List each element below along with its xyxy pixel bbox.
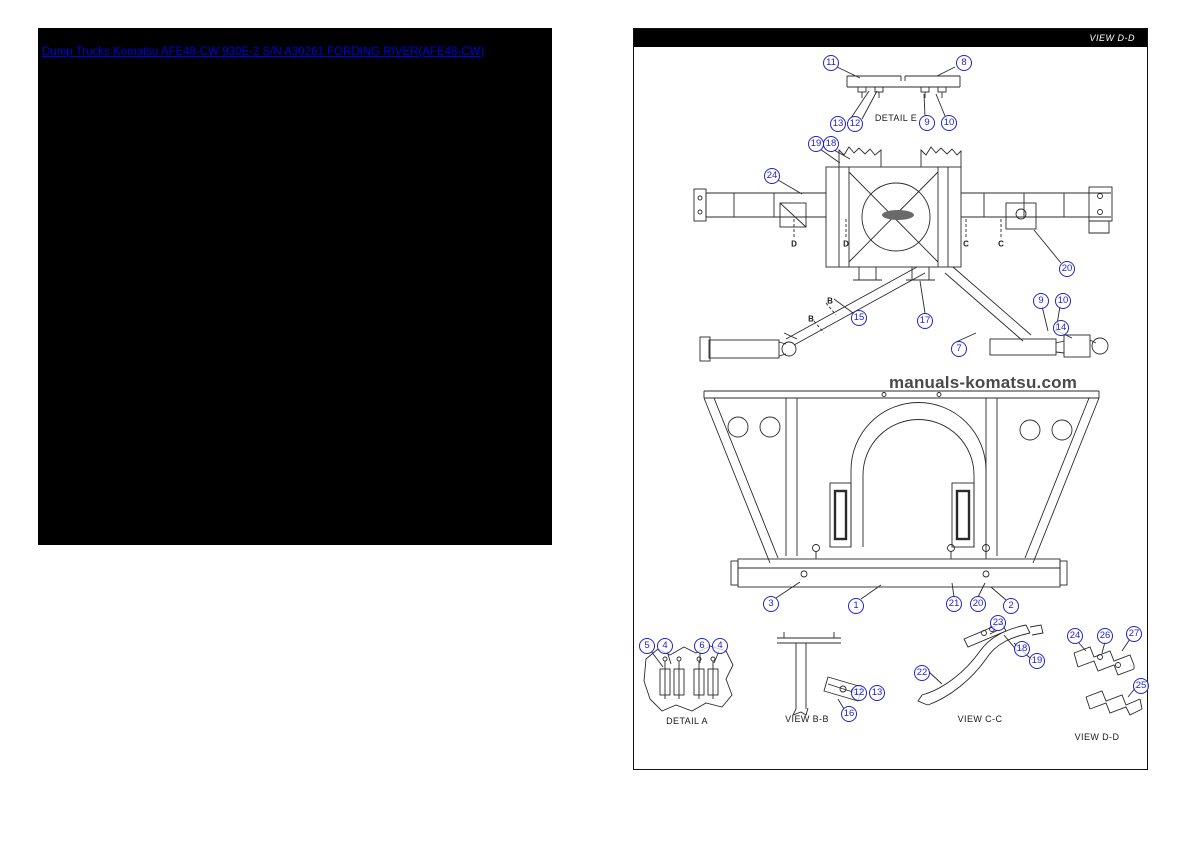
- part-balloon-13: 13: [869, 685, 885, 701]
- part-balloon-19: 19: [808, 136, 824, 152]
- part-balloon-24: 24: [1067, 628, 1083, 644]
- diagram-top-bar: VIEW D-D: [634, 29, 1147, 47]
- section-marker-d: D: [791, 239, 797, 249]
- part-balloon-2: 2: [1003, 598, 1019, 614]
- part-balloon-18: 18: [823, 136, 839, 152]
- section-marker-c: C: [963, 239, 969, 249]
- left-black-panel: Dump Trucks Komatsu AFE48-CW 930E-2 S/N …: [38, 28, 552, 545]
- part-balloon-6: 6: [694, 638, 710, 654]
- view-label-detail-e: DETAIL E: [874, 113, 918, 123]
- view-label-detail-a: DETAIL A: [666, 716, 708, 726]
- part-balloon-1: 1: [848, 598, 864, 614]
- part-balloon-15: 15: [851, 310, 867, 326]
- diagram-panel: VIEW D-D: [633, 28, 1149, 770]
- part-balloon-4: 4: [712, 638, 728, 654]
- view-label-view-d-d: VIEW D-D: [1074, 732, 1120, 742]
- part-balloon-26: 26: [1097, 628, 1113, 644]
- part-balloon-19: 19: [1029, 653, 1045, 669]
- part-balloon-7: 7: [951, 341, 967, 357]
- part-balloon-4: 4: [657, 638, 673, 654]
- part-balloon-8: 8: [956, 55, 972, 71]
- part-balloon-5: 5: [639, 638, 655, 654]
- part-balloon-24: 24: [764, 168, 780, 184]
- part-balloon-25: 25: [1133, 678, 1149, 694]
- part-balloon-17: 17: [917, 313, 933, 329]
- section-marker-d: D: [843, 239, 849, 249]
- watermark-text: manuals-komatsu.com: [888, 373, 1078, 392]
- part-balloon-23: 23: [990, 615, 1006, 631]
- part-balloon-22: 22: [914, 665, 930, 681]
- part-balloon-3: 3: [763, 596, 779, 612]
- section-marker-b: B: [808, 314, 814, 324]
- part-balloon-20: 20: [1059, 261, 1075, 277]
- part-balloon-11: 11: [823, 55, 839, 71]
- section-marker-c: C: [998, 239, 1004, 249]
- section-marker-b: B: [827, 296, 833, 306]
- part-balloon-27: 27: [1126, 626, 1142, 642]
- part-balloon-12: 12: [851, 685, 867, 701]
- part-balloon-9: 9: [919, 115, 935, 131]
- part-balloon-21: 21: [946, 596, 962, 612]
- part-balloon-12: 12: [847, 116, 863, 132]
- part-balloon-10: 10: [941, 115, 957, 131]
- part-balloon-13: 13: [830, 116, 846, 132]
- view-label-view-b-b: VIEW B-B: [785, 714, 829, 724]
- top-bar-code: VIEW D-D: [1089, 33, 1135, 43]
- part-balloon-9: 9: [1033, 293, 1049, 309]
- part-balloon-18: 18: [1014, 641, 1030, 657]
- view-label-view-c-c: VIEW C-C: [957, 714, 1003, 724]
- part-balloon-16: 16: [841, 706, 857, 722]
- part-balloon-10: 10: [1055, 293, 1071, 309]
- document-link[interactable]: Dump Trucks Komatsu AFE48-CW 930E-2 S/N …: [42, 46, 485, 58]
- part-balloon-14: 14: [1053, 320, 1069, 336]
- part-balloon-20: 20: [970, 596, 986, 612]
